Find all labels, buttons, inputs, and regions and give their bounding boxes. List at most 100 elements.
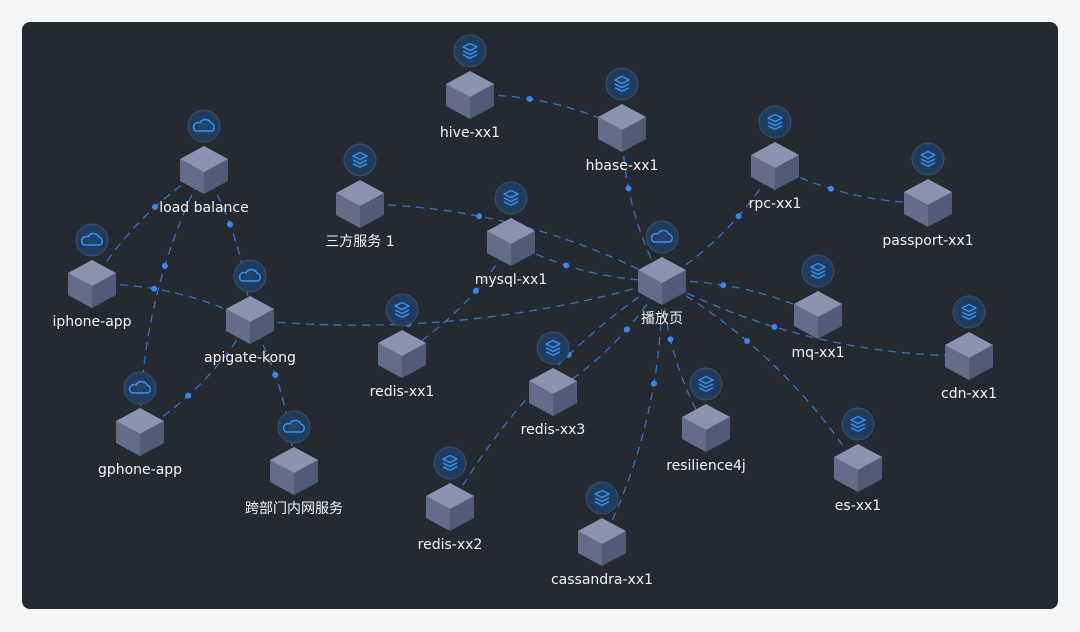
node-sanfang[interactable]: 三方服务 1 — [325, 143, 395, 250]
edge-dot-rpc-passport — [828, 185, 835, 192]
cube-top-face — [487, 218, 535, 244]
node-label: es-xx1 — [835, 498, 881, 514]
edge-mysql-redis1 — [401, 241, 512, 355]
cube-top-face — [336, 180, 384, 206]
edge-dot-bofang-cdn — [771, 323, 778, 330]
node-redis1[interactable]: redis-xx1 — [370, 293, 435, 400]
stack-icon — [545, 339, 561, 356]
node-lb[interactable]: load balance — [159, 109, 249, 216]
edge-dot-apigate-kuabu — [272, 371, 279, 378]
cube-left-face — [270, 460, 294, 495]
cube-top-face — [794, 291, 842, 317]
cube-left-face — [578, 531, 602, 566]
cube-top-face — [638, 257, 686, 283]
stack-icon — [462, 42, 478, 59]
node-mq[interactable]: mq-xx1 — [791, 254, 845, 361]
topology-canvas: hive-xx1 hbase-xx1 rpc-xx1 passport-xx1 load… — [52, 34, 997, 588]
cube-right-face — [250, 309, 274, 344]
cube-right-face — [470, 84, 494, 119]
edge-dot-mysql-bofang — [563, 262, 570, 269]
node-layer: hive-xx1 hbase-xx1 rpc-xx1 passport-xx1 load… — [52, 34, 997, 588]
node-res4j[interactable]: resilience4j — [666, 367, 746, 474]
cube-right-face — [402, 343, 426, 378]
node-es[interactable]: es-xx1 — [834, 407, 882, 514]
cube-right-face — [294, 460, 318, 495]
node-label: mq-xx1 — [791, 345, 844, 361]
node-mysql[interactable]: mysql-xx1 — [475, 181, 548, 288]
cube-right-face — [662, 270, 686, 305]
stack-icon — [352, 151, 368, 168]
icon-badge — [233, 259, 267, 293]
cube-top-face — [945, 332, 993, 358]
cube-top-face — [68, 260, 116, 286]
cube-right-face — [360, 193, 384, 228]
topology-diagram: hive-xx1 hbase-xx1 rpc-xx1 passport-xx1 load… — [22, 22, 1058, 609]
cube-right-face — [818, 304, 842, 339]
node-apigate[interactable]: apigate-kong — [204, 259, 296, 366]
node-label: 跨部门内网服务 — [245, 501, 343, 517]
cube-left-face — [834, 457, 858, 492]
stack-icon — [767, 113, 783, 130]
node-rpc[interactable]: rpc-xx1 — [749, 105, 802, 212]
node-cassandra[interactable]: cassandra-xx1 — [551, 481, 653, 588]
node-cdn[interactable]: cdn-xx1 — [941, 295, 997, 402]
edge-dot-hive-hbase — [526, 95, 533, 102]
cube-right-face — [450, 496, 474, 531]
cube-left-face — [487, 231, 511, 266]
cube-top-face — [578, 518, 626, 544]
edge-dot-bofang-res4j — [667, 336, 674, 343]
icon-badge — [277, 410, 311, 444]
cube-right-face — [706, 417, 730, 452]
node-kuabu[interactable]: 跨部门内网服务 — [245, 410, 343, 517]
node-iphone[interactable]: iphone-app — [52, 223, 132, 330]
cube-left-face — [529, 381, 553, 416]
cube-left-face — [794, 304, 818, 339]
node-label: hive-xx1 — [440, 125, 500, 141]
node-label: rpc-xx1 — [749, 196, 802, 212]
cube-right-face — [622, 117, 646, 152]
node-redis3[interactable]: redis-xx3 — [521, 331, 586, 438]
cube-left-face — [446, 84, 470, 119]
cube-top-face — [180, 146, 228, 172]
node-label: hbase-xx1 — [586, 158, 659, 174]
node-passport[interactable]: passport-xx1 — [882, 142, 974, 249]
cube-left-face — [638, 270, 662, 305]
cube-right-face — [553, 381, 577, 416]
cloud-icon — [128, 380, 151, 394]
edge-dot-hbase-bofang — [625, 185, 632, 192]
edge-dot-gphone-apigate — [185, 392, 192, 399]
icon-badge — [187, 109, 221, 143]
node-label: 三方服务 1 — [325, 234, 394, 250]
node-label: passport-xx1 — [882, 233, 973, 249]
node-label: gphone-app — [98, 462, 182, 478]
cloud-icon — [650, 229, 673, 243]
cube-left-face — [751, 155, 775, 190]
node-hbase[interactable]: hbase-xx1 — [586, 67, 659, 174]
cube-top-face — [834, 444, 882, 470]
cube-left-face — [904, 192, 928, 227]
cube-top-face — [226, 296, 274, 322]
edge-gphone-apigate — [139, 319, 251, 433]
node-label: redis-xx3 — [521, 422, 586, 438]
cloud-icon — [80, 232, 103, 246]
cube-left-face — [116, 421, 140, 456]
node-gphone[interactable]: gphone-app — [98, 371, 182, 478]
node-redis2[interactable]: redis-xx2 — [418, 446, 483, 553]
stack-icon — [961, 303, 977, 320]
cube-right-face — [775, 155, 799, 190]
node-label: 播放页 — [641, 311, 683, 327]
cube-right-face — [140, 421, 164, 456]
edge-dot-bofang-redis3 — [623, 326, 630, 333]
node-bofang[interactable]: 播放页 — [638, 220, 686, 327]
cube-left-face — [378, 343, 402, 378]
edge-dot-lb-iphone — [151, 203, 158, 210]
cube-left-face — [945, 345, 969, 380]
cloud-icon — [238, 268, 261, 282]
node-label: mysql-xx1 — [475, 272, 548, 288]
stack-icon — [614, 75, 630, 92]
edge-lb-gphone — [139, 169, 205, 433]
node-hive[interactable]: hive-xx1 — [440, 34, 500, 141]
edge-dot-iphone-apigate — [151, 285, 158, 292]
stack-icon — [810, 262, 826, 279]
edge-apigate-kuabu — [249, 319, 295, 472]
